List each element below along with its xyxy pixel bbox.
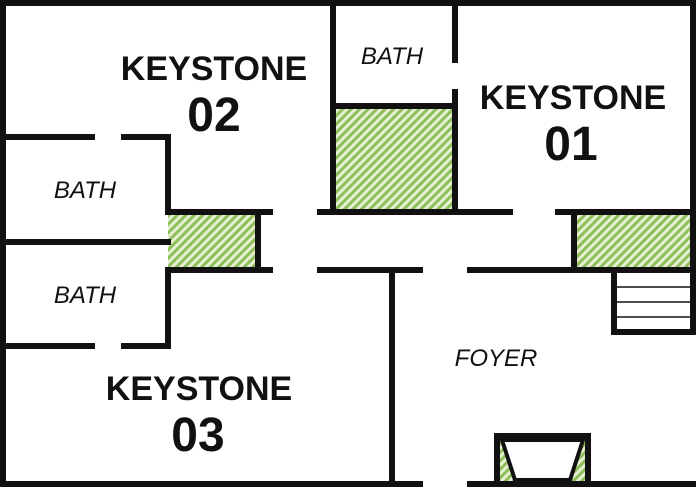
bath-left-lower-label: BATH: [54, 282, 117, 309]
closet-right: [574, 212, 694, 270]
walls: [0, 0, 696, 487]
keystone-03-name: KEYSTONE: [106, 370, 292, 408]
keystone-02-number: 02: [187, 89, 240, 142]
closet-left: [168, 212, 258, 270]
closet-center-top: [335, 106, 453, 210]
bath-left-upper-label: BATH: [54, 177, 117, 204]
keystone-01-name: KEYSTONE: [480, 79, 666, 117]
fireplace-inner: [499, 438, 586, 482]
keystone-03-number: 03: [171, 409, 224, 462]
keystone-02-name: KEYSTONE: [121, 50, 307, 88]
bath-top-label: BATH: [361, 43, 424, 70]
stairs-icon: [617, 286, 690, 318]
foyer-label: FOYER: [455, 345, 538, 372]
keystone-01-number: 01: [544, 118, 597, 171]
